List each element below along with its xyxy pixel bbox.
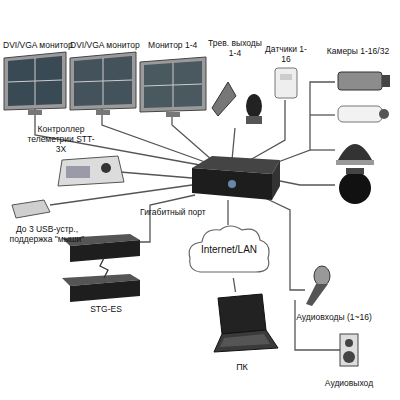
- camera: [338, 106, 382, 122]
- usb-device: [12, 200, 50, 218]
- video-recorder: [192, 168, 272, 200]
- alarm-siren: [246, 94, 262, 118]
- alarm-siren: [212, 82, 262, 124]
- monitor: [8, 56, 62, 106]
- device-label: Камеры 1-16/32: [318, 46, 398, 56]
- microphone: [306, 284, 328, 306]
- network-cloud: Internet/LAN: [186, 222, 272, 278]
- video-recorder: [192, 156, 280, 200]
- video-recorder: [272, 160, 280, 200]
- device-label: Аудиовходы (1~16): [286, 312, 382, 322]
- storage-unit: [62, 234, 140, 302]
- device-label: DVI/VGA монитор: [3, 40, 73, 50]
- monitor: [74, 80, 132, 82]
- camera: [336, 160, 374, 165]
- wire: [120, 172, 192, 178]
- wire: [265, 198, 305, 290]
- monitor: [70, 52, 136, 115]
- monitor: [140, 57, 206, 112]
- network-link: [233, 278, 235, 292]
- node-text: Internet/LAN: [186, 244, 272, 255]
- storage-unit: [100, 258, 108, 278]
- monitor: [166, 112, 180, 117]
- wire: [172, 112, 212, 160]
- monitor: [28, 110, 42, 115]
- wire: [275, 180, 335, 185]
- monitor: [4, 52, 66, 110]
- monitor: [8, 80, 62, 82]
- device-label: Монитор 1-4: [148, 40, 210, 50]
- microphone: [314, 266, 330, 286]
- sensor: [275, 68, 297, 98]
- telemetry-controller: [58, 156, 124, 186]
- speaker: [340, 334, 358, 366]
- microphone: [306, 266, 330, 306]
- device-label: Датчики 1-16: [264, 44, 308, 64]
- pc-node: ПК: [204, 292, 280, 376]
- device-label: Трев. выходы 1-4: [204, 38, 266, 58]
- usb-device: [12, 200, 50, 218]
- monitor: [96, 110, 110, 115]
- alarm-siren: [246, 116, 262, 124]
- camera: [346, 168, 364, 174]
- camera: [338, 144, 372, 160]
- speaker: [345, 339, 353, 347]
- device-label: Контроллер телеметрии STT-3X: [24, 124, 98, 154]
- laptop-base: [214, 330, 278, 352]
- wire: [35, 82, 340, 350]
- telemetry-controller: [66, 166, 90, 178]
- speaker: [340, 334, 358, 366]
- camera: [339, 172, 371, 204]
- video-recorder: [228, 180, 236, 188]
- sensor: [275, 68, 297, 98]
- device-label: Гигабитный порт: [140, 207, 210, 217]
- node-text: ПК: [204, 362, 280, 372]
- wire: [232, 128, 235, 160]
- laptop-screen: [218, 294, 266, 334]
- telemetry-controller: [58, 156, 124, 186]
- wire: [102, 108, 205, 162]
- wire: [227, 200, 228, 225]
- monitor: [140, 57, 206, 117]
- camera: [338, 72, 382, 90]
- wire: [310, 114, 335, 115]
- monitor: [144, 84, 202, 86]
- wire: [50, 185, 192, 205]
- monitor: [144, 61, 202, 108]
- speaker: [343, 351, 355, 363]
- camera: [379, 109, 389, 119]
- wire: [295, 300, 340, 350]
- alarm-siren: [212, 82, 236, 116]
- device-label: DVI/VGA монитор: [70, 40, 140, 50]
- monitor: [70, 52, 136, 110]
- camera: [336, 72, 390, 204]
- sensor: [280, 74, 292, 80]
- telemetry-controller: [101, 163, 111, 173]
- device-label: STG-ES: [78, 304, 134, 314]
- wire: [310, 149, 335, 150]
- device-label: До 3 USB-устр., поддержка "мыши": [6, 224, 88, 244]
- monitor: [74, 56, 132, 106]
- device-label: Аудиовыход: [310, 378, 388, 388]
- laptop-keys: [220, 334, 270, 347]
- camera: [382, 75, 390, 87]
- wire: [140, 195, 195, 242]
- monitor: [4, 52, 66, 115]
- storage-unit: [70, 280, 140, 302]
